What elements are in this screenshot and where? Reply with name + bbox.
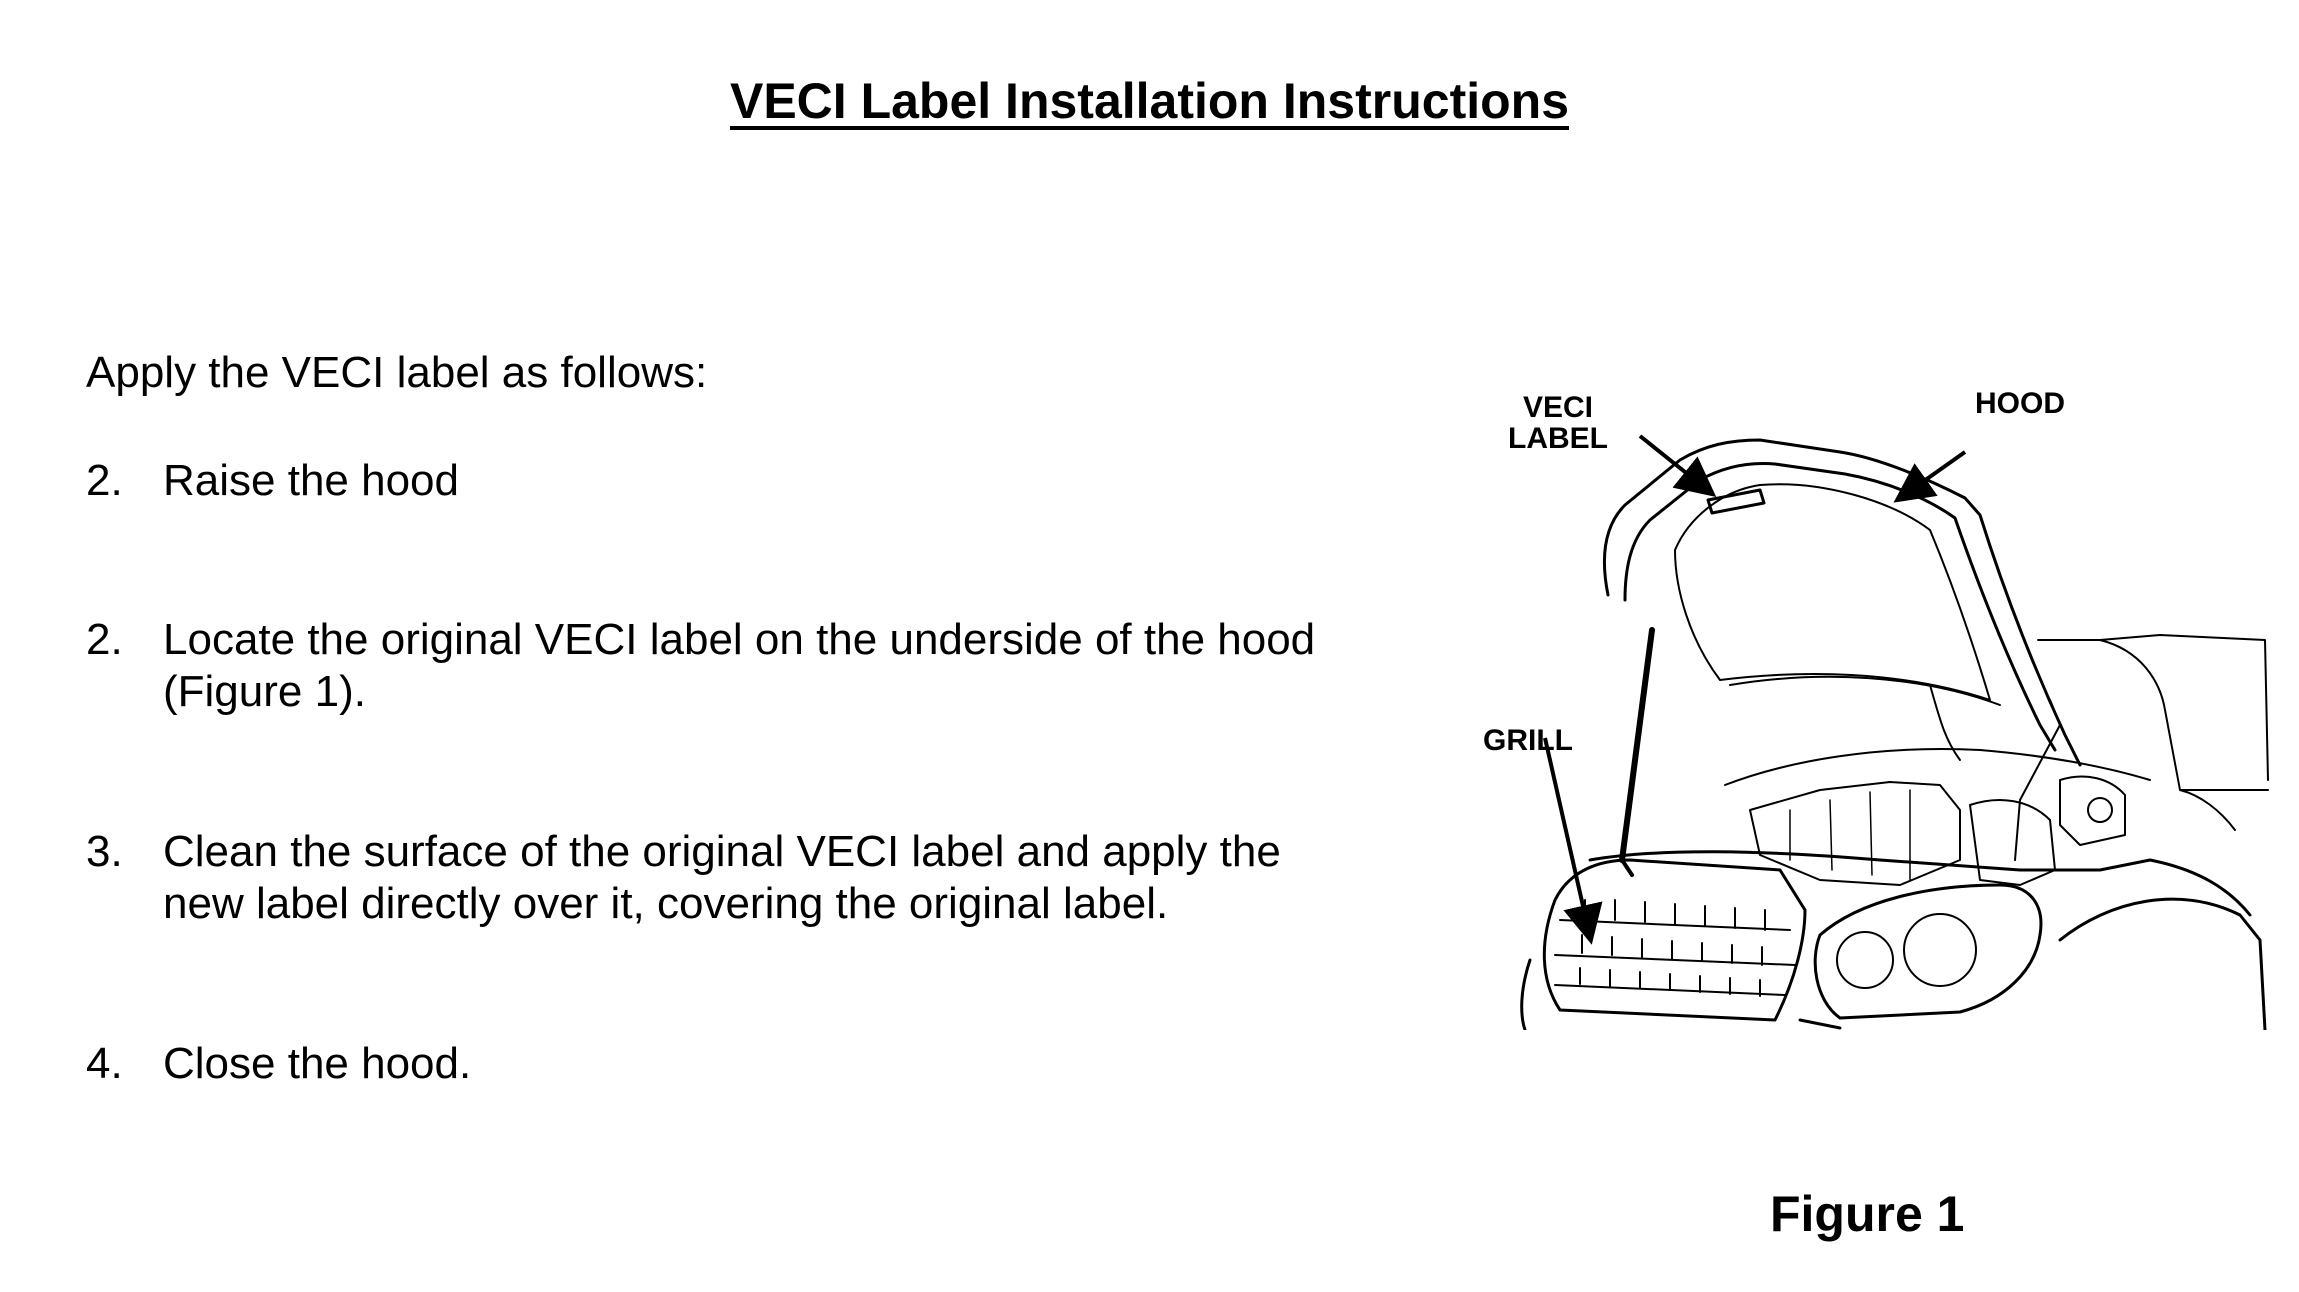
veci-label-marker bbox=[1706, 488, 1766, 515]
grill-callout-line bbox=[1543, 737, 1603, 945]
step-text-line: Close the hood. bbox=[163, 1039, 472, 1088]
step-text-line: Clean the surface of the original VECI l… bbox=[163, 827, 1281, 876]
step-text-line: Locate the original VECI label on the un… bbox=[163, 615, 1316, 664]
hood-outline bbox=[1602, 438, 2082, 767]
callout-hood: HOOD bbox=[1975, 387, 2065, 420]
step-number: 4. bbox=[86, 1039, 123, 1088]
step-text-line: new label directly over it, covering the… bbox=[163, 879, 1169, 928]
figure-caption: Figure 1 bbox=[1770, 1186, 1965, 1242]
step-number: 2. bbox=[86, 456, 123, 505]
step-number: 2. bbox=[86, 615, 123, 664]
step-number: 3. bbox=[86, 827, 123, 876]
headlight-outline bbox=[1813, 883, 2043, 1020]
callout-grill: GRILL bbox=[1483, 724, 1573, 757]
veci-label-callout-line bbox=[1638, 434, 1717, 497]
hood-callout-line bbox=[1893, 450, 1967, 503]
callout-veci-label-line2: LABEL bbox=[1508, 422, 1608, 455]
intro-text: Apply the VECI label as follows: bbox=[86, 348, 708, 397]
figure-illustration: VECI LABEL HOOD GRILL bbox=[1460, 340, 2270, 1030]
step-text-line: Raise the hood bbox=[163, 456, 459, 505]
callout-veci-label-line1: VECI bbox=[1523, 391, 1593, 424]
prop-rod bbox=[1619, 627, 1655, 863]
document-title: VECI Label Installation Instructions bbox=[729, 73, 1569, 129]
step-text-line: (Figure 1). bbox=[163, 667, 366, 716]
grill-outline bbox=[1542, 858, 1807, 1022]
